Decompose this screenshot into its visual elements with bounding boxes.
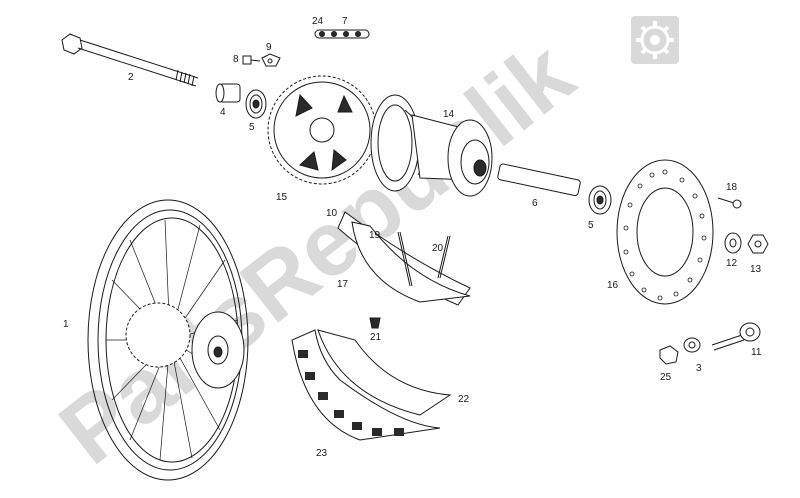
callout-labels: 1 2 3 4 5 5 6 7 8 9 10 11 12 13 14 15 16… bbox=[63, 16, 762, 459]
callout-13: 13 bbox=[750, 264, 762, 275]
rear-sprocket bbox=[267, 75, 377, 185]
callout-2: 2 bbox=[128, 72, 134, 83]
disc-washer bbox=[724, 232, 742, 254]
spoke-short bbox=[437, 235, 451, 279]
callout-8: 8 bbox=[233, 54, 239, 65]
adjuster-nut bbox=[659, 345, 679, 365]
callout-18: 18 bbox=[726, 182, 738, 193]
rear-hub bbox=[370, 94, 493, 197]
hub-spacer bbox=[497, 163, 581, 197]
assembled-wheel bbox=[87, 199, 249, 481]
callout-5-left: 5 bbox=[249, 122, 255, 133]
tyre bbox=[291, 329, 452, 441]
callout-3: 3 bbox=[696, 363, 702, 374]
callout-1: 1 bbox=[63, 319, 69, 330]
callout-10: 10 bbox=[326, 208, 338, 219]
callout-22: 22 bbox=[458, 394, 470, 405]
gear-icon bbox=[631, 16, 679, 64]
disc-bolt bbox=[717, 197, 742, 209]
callout-16: 16 bbox=[607, 280, 619, 291]
chain-adjuster bbox=[711, 322, 761, 351]
inner-tube bbox=[351, 221, 471, 303]
callout-21: 21 bbox=[370, 332, 382, 343]
callout-24: 24 bbox=[312, 16, 324, 27]
disc-nut bbox=[747, 234, 769, 254]
adjuster-washer bbox=[683, 337, 701, 353]
callout-23: 23 bbox=[316, 448, 328, 459]
chain-links bbox=[314, 29, 370, 39]
sprocket-bolt bbox=[242, 55, 261, 65]
callout-12: 12 bbox=[726, 258, 738, 269]
bearing-left bbox=[245, 89, 267, 119]
spoke-nipple bbox=[369, 317, 381, 329]
callout-7: 7 bbox=[342, 16, 348, 27]
callout-19: 19 bbox=[369, 230, 381, 241]
callout-11: 11 bbox=[751, 347, 762, 358]
callout-6: 6 bbox=[532, 198, 538, 209]
callout-4: 4 bbox=[220, 107, 226, 118]
callout-25: 25 bbox=[660, 372, 672, 383]
callout-20: 20 bbox=[432, 243, 444, 254]
spoke-long bbox=[397, 231, 413, 287]
callout-9: 9 bbox=[266, 42, 272, 53]
bearing-right bbox=[588, 185, 612, 215]
sprocket-nut bbox=[261, 53, 281, 67]
brake-disc bbox=[616, 159, 714, 305]
spacer bbox=[215, 83, 241, 103]
axle-bolt bbox=[61, 33, 199, 87]
callout-17: 17 bbox=[337, 279, 349, 290]
callout-5-right: 5 bbox=[588, 220, 594, 231]
callout-14: 14 bbox=[443, 109, 455, 120]
callout-15: 15 bbox=[276, 192, 288, 203]
